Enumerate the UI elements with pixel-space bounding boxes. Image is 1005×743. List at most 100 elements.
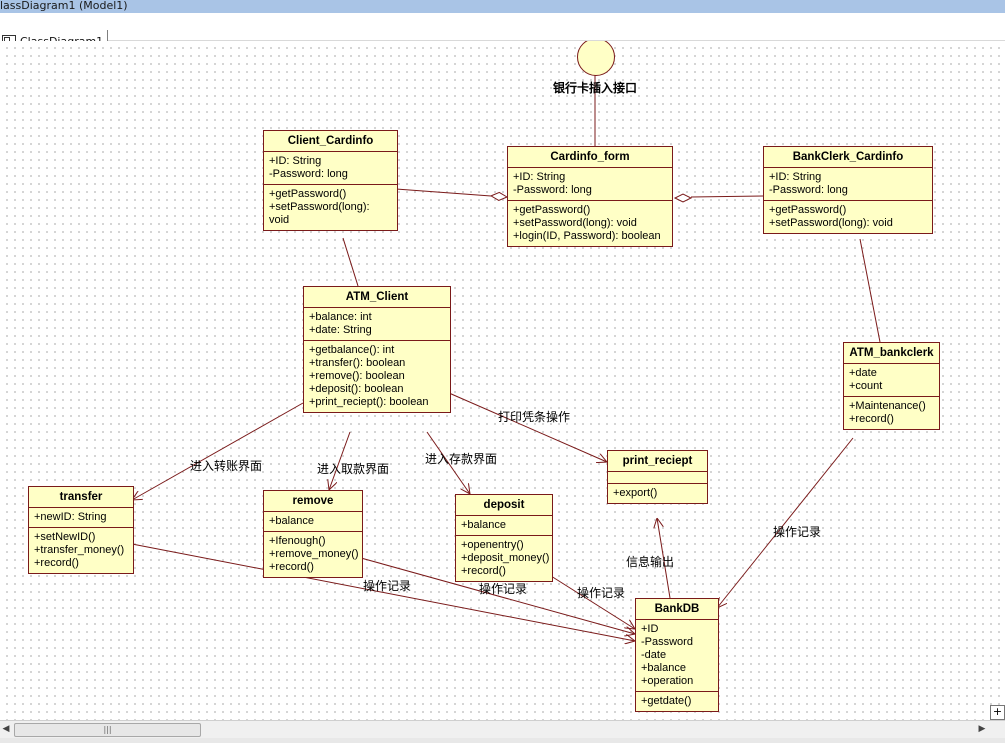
operation-compartment: +getPassword()+setPassword(long): void+l…: [508, 200, 672, 246]
class-name: BankDB: [654, 603, 700, 615]
operation: +remove_money(): [269, 548, 359, 560]
horizontal-scrollbar[interactable]: ◀ ||| ▶: [0, 720, 1005, 738]
class-print-reciept[interactable]: print_reciept +export(): [607, 450, 708, 504]
class-cardinfo-form[interactable]: Cardinfo_form+ID: String-Password: long+…: [507, 146, 673, 247]
attribute-compartment: +balance: [456, 515, 552, 535]
edge-atm-client-to-transfer[interactable]: [132, 402, 304, 500]
operation: +setPassword(long): void: [269, 201, 370, 226]
operation: +Ifenough(): [269, 535, 326, 547]
operation: +setNewID(): [34, 531, 96, 543]
edge-label-to-remove: 进入取款界面: [317, 462, 390, 476]
operation-compartment: +Ifenough()+remove_money()+record(): [264, 531, 362, 577]
edge-atm-client-to-remove[interactable]: [329, 431, 351, 490]
attribute: +ID: String: [513, 171, 566, 183]
operation: +record(): [849, 413, 894, 425]
edge-label-deposit-log-2: 操作记录: [577, 586, 626, 600]
attribute-compartment: [608, 471, 707, 483]
class-name: ATM_Client: [345, 291, 409, 303]
class-remove[interactable]: remove+balance+Ifenough()+remove_money()…: [263, 490, 363, 578]
attribute-compartment: +balance: int+date: String: [304, 307, 450, 340]
class-atm-bankclerk[interactable]: ATM_bankclerk+date+count+Maintenance()+r…: [843, 342, 940, 430]
operation: +setPassword(long): void: [769, 217, 893, 229]
edge-label-to-print: 打印凭条操作: [498, 410, 571, 424]
operation: +record(): [34, 557, 79, 569]
attribute-compartment: +ID: String-Password: long: [764, 167, 932, 200]
edge-atm-client-to-print-reciept[interactable]: [448, 392, 607, 462]
operation-compartment: +openentry()+deposit_money()+record(): [456, 535, 552, 581]
attribute: +ID: String: [769, 171, 822, 183]
class-bankdb[interactable]: BankDB +ID-Password-date+balance+operatio…: [635, 598, 719, 712]
edge-client-cardinfo-to-atm-client[interactable]: [342, 237, 359, 287]
class-name: deposit: [483, 499, 525, 511]
operation: +getPassword(): [769, 204, 847, 216]
class-name: Client_Cardinfo: [287, 135, 374, 147]
aggregation-diamond-bankclerk: [673, 193, 693, 203]
operation: +record(): [269, 561, 314, 573]
edge-label-to-deposit: 进入存款界面: [425, 452, 498, 466]
zoom-button[interactable]: +: [990, 705, 1005, 720]
scroll-left-arrow[interactable]: ◀: [2, 724, 10, 734]
operation: +deposit_money(): [461, 552, 550, 564]
edge-client-cardinfo-aggregation[interactable]: [395, 188, 492, 197]
attribute: +date: String: [309, 324, 372, 336]
edge-remove-to-bankdb[interactable]: [360, 557, 635, 634]
operation-compartment: +Maintenance()+record(): [844, 396, 939, 429]
attribute-compartment: +balance: [264, 511, 362, 531]
operation: +print_reciept(): boolean: [309, 396, 429, 408]
edge-label-deposit-log: 操作记录: [479, 582, 528, 596]
edge-deposit-to-bankdb[interactable]: [550, 575, 635, 629]
attribute: -Password: [641, 636, 693, 648]
operation-compartment: +export(): [608, 483, 707, 503]
operation-compartment: +getPassword()+setPassword(long): void: [264, 184, 397, 230]
operation: +login(ID, Password): boolean: [513, 230, 661, 242]
attribute-compartment: +ID-Password-date+balance+operation: [636, 619, 718, 691]
attribute: +count: [849, 380, 883, 392]
class-bankclerk-cardinfo[interactable]: BankClerk_Cardinfo+ID: String-Password: …: [763, 146, 933, 234]
attribute: +operation: [641, 675, 694, 687]
attribute-compartment: +date+count: [844, 363, 939, 396]
edge-label-clerk-log: 操作记录: [773, 525, 822, 539]
diagram-canvas[interactable]: 银行卡插入接口 Client_Cardinfo+ID: String-Passw…: [0, 41, 1005, 720]
scroll-right-arrow[interactable]: ▶: [978, 724, 986, 734]
attribute-compartment: +ID: String-Password: long: [508, 167, 672, 200]
attribute: +date: [849, 367, 877, 379]
operation-compartment: +getPassword()+setPassword(long): void: [764, 200, 932, 233]
class-name: remove: [292, 495, 334, 507]
scroll-thumb[interactable]: |||: [14, 723, 201, 737]
operation-compartment: +setNewID()+transfer_money()+record(): [29, 527, 133, 573]
class-name: print_reciept: [622, 455, 693, 467]
operation: +getPassword(): [513, 204, 591, 216]
class-name: ATM_bankclerk: [849, 347, 934, 359]
operation: +export(): [613, 487, 658, 499]
operation: +Maintenance(): [849, 400, 926, 412]
class-deposit[interactable]: deposit+balance+openentry()+deposit_mone…: [455, 494, 553, 582]
edge-label-remove-log: 操作记录: [363, 579, 412, 593]
operation: +getPassword(): [269, 188, 347, 200]
edge-atm-client-to-deposit[interactable]: [426, 431, 470, 494]
edge-atm-bankclerk-to-bankdb[interactable]: [717, 437, 854, 608]
edge-bankclerk-cardinfo-aggregation[interactable]: [690, 195, 764, 198]
attribute: +ID: [641, 623, 659, 635]
edge-bankclerk-cardinfo-to-atm-bankclerk[interactable]: [859, 238, 881, 343]
attribute-compartment: +ID: String-Password: long: [264, 151, 397, 184]
edge-bankdb-to-print-reciept[interactable]: [657, 518, 671, 599]
class-transfer[interactable]: transfer+newID: String+setNewID()+transf…: [28, 486, 134, 574]
class-atm-client[interactable]: ATM_Client +balance: int+date: String +get…: [303, 286, 451, 413]
attribute-compartment: +newID: String: [29, 507, 133, 527]
operation: +openentry(): [461, 539, 524, 551]
edge-transfer-to-bankdb[interactable]: [131, 543, 635, 641]
tab-bar: ClassDiagram1: [0, 13, 1005, 52]
operation: +getbalance(): int: [309, 344, 395, 356]
interface-lollipop[interactable]: [577, 41, 615, 76]
operation: +getdate(): [641, 695, 692, 707]
edge-label-info-output: 信息输出: [626, 555, 675, 569]
class-client-cardinfo[interactable]: Client_Cardinfo +ID: String-Password: lon…: [263, 130, 398, 231]
operation: +transfer_money(): [34, 544, 125, 556]
operation: +setPassword(long): void: [513, 217, 637, 229]
bottom-status-strip: [0, 738, 1005, 743]
attribute: +ID: String: [269, 155, 322, 167]
attribute: -date: [641, 649, 667, 661]
operation-compartment: +getdate(): [636, 691, 718, 711]
operation: +deposit(): boolean: [309, 383, 404, 395]
operation: +transfer(): boolean: [309, 357, 406, 369]
